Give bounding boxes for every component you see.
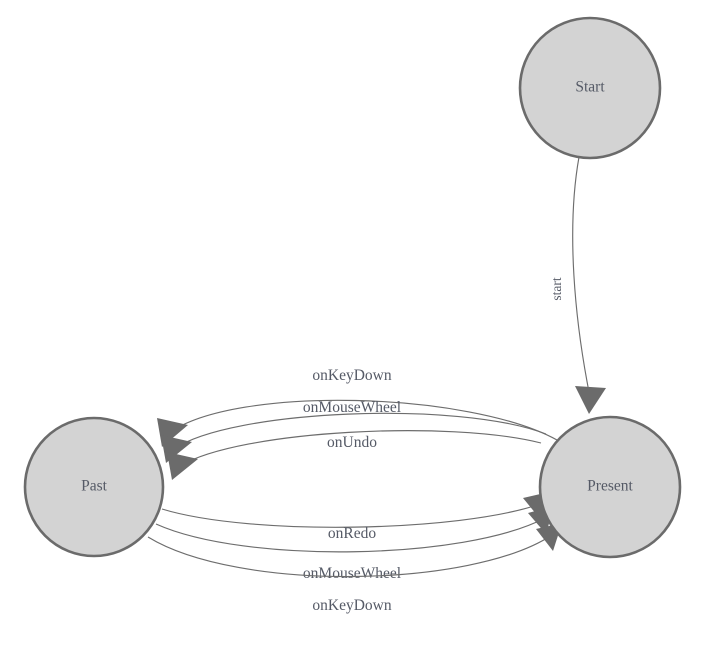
edge-past-present-mousewheel-label: onMouseWheel (303, 565, 401, 582)
node-start-circle (518, 16, 662, 160)
edge-present-past-mousewheel[interactable]: onMouseWheel (161, 399, 547, 463)
edge-past-present-redo-path (161, 503, 541, 528)
node-past[interactable]: Past (23, 416, 165, 558)
edge-present-past-undo-arrowhead (167, 452, 198, 480)
edge-past-present-redo[interactable]: onRedo (161, 492, 549, 542)
node-past-label: Past (81, 478, 108, 495)
edge-past-present-keydown-path (147, 534, 553, 578)
edge-start-arrowhead (575, 386, 606, 414)
node-start[interactable]: Start (518, 16, 662, 160)
edge-past-present-keydown-label: onKeyDown (312, 597, 391, 614)
edge-present-past-keydown-label: onKeyDown (312, 367, 391, 384)
edge-present-past-undo-label: onUndo (327, 434, 377, 451)
node-present-label: Present (587, 478, 633, 495)
edge-past-present-redo-label: onRedo (328, 525, 376, 542)
edge-start-path (572, 156, 590, 393)
node-past-circle (23, 416, 165, 558)
edge-present-past-undo[interactable]: onUndo (167, 430, 542, 480)
node-start-label: Start (575, 79, 605, 96)
edge-present-past-undo-path (179, 430, 542, 467)
edge-past-present-mousewheel[interactable]: onMouseWheel (155, 506, 554, 582)
node-present-circle (538, 415, 682, 559)
edge-present-past-keydown-path (168, 399, 558, 441)
edge-past-present-mousewheel-path (155, 517, 546, 553)
node-present[interactable]: Present (538, 415, 682, 559)
edge-present-past-mousewheel-label: onMouseWheel (303, 399, 401, 416)
edge-start[interactable]: start (549, 156, 606, 414)
edge-present-past-mousewheel-path (173, 412, 547, 450)
edge-start-label: start (549, 277, 564, 300)
